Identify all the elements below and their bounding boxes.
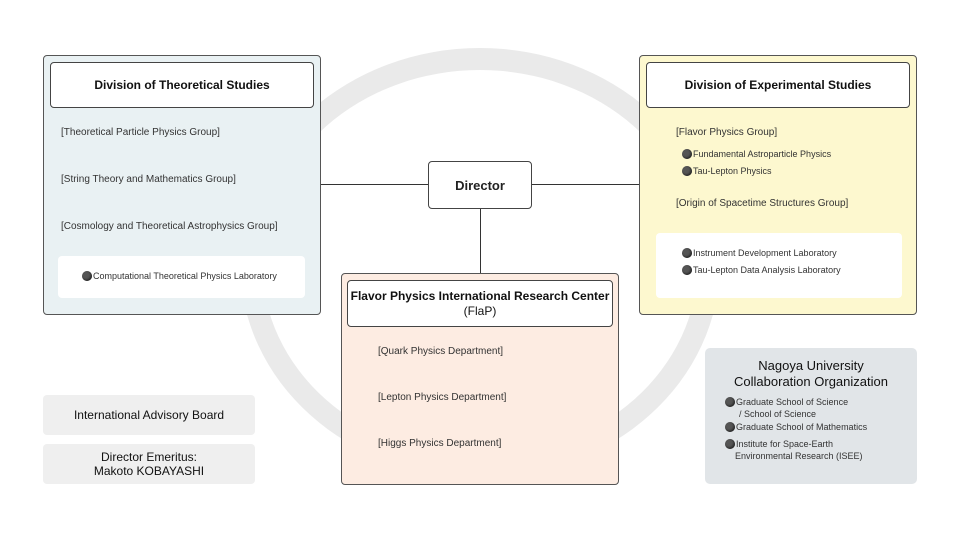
- theoretical-division-title: Division of Theoretical Studies: [50, 62, 314, 108]
- connector-left: [320, 184, 428, 185]
- theoretical-lab-box: Computational Theoretical Physics Labora…: [58, 256, 305, 298]
- advisory-board-box: International Advisory Board: [43, 395, 255, 435]
- nagoya-item-3-line2: Environmental Research (ISEE): [735, 451, 863, 461]
- flap-department-3: [Higgs Physics Department]: [378, 438, 502, 449]
- bullet-icon: [682, 265, 692, 275]
- nagoya-title: Nagoya University Collaboration Organiza…: [705, 358, 917, 390]
- experimental-lab-2: Tau-Lepton Data Analysis Laboratory: [682, 265, 841, 275]
- nagoya-item-1-line1: Graduate School of Science: [736, 397, 849, 407]
- experimental-group-1: [Flavor Physics Group]: [676, 127, 778, 138]
- experimental-division-panel: Division of Experimental Studies [Flavor…: [639, 55, 917, 315]
- theoretical-division-panel: Division of Theoretical Studies [Theoret…: [43, 55, 321, 315]
- theoretical-lab-label: Computational Theoretical Physics Labora…: [93, 271, 277, 281]
- flap-title-line1: Flavor Physics International Research Ce…: [350, 288, 610, 303]
- experimental-lab-2-label: Tau-Lepton Data Analysis Laboratory: [693, 265, 841, 275]
- nagoya-item-3: Institute for Space-Earth Environmental …: [725, 438, 863, 462]
- nagoya-title-line1: Nagoya University: [758, 358, 864, 373]
- bullet-icon: [725, 422, 735, 432]
- theoretical-group-3: [Cosmology and Theoretical Astrophysics …: [61, 221, 278, 232]
- experimental-lab-box: Instrument Development Laboratory Tau-Le…: [656, 233, 902, 298]
- flap-department-1: [Quark Physics Department]: [378, 346, 504, 357]
- experimental-lab-1: Instrument Development Laboratory: [682, 248, 837, 258]
- theoretical-group-2: [String Theory and Mathematics Group]: [61, 174, 236, 185]
- experimental-group1-lab-2: Tau-Lepton Physics: [682, 166, 772, 176]
- nagoya-item-2-line1: Graduate School of Mathematics: [736, 422, 868, 432]
- nagoya-title-line2: Collaboration Organization: [734, 374, 888, 389]
- nagoya-item-1: Graduate School of Science / School of S…: [725, 396, 848, 420]
- director-emeritus-name: Makoto KOBAYASHI: [93, 464, 205, 478]
- nagoya-item-3-line1: Institute for Space-Earth: [736, 439, 834, 449]
- flap-title: Flavor Physics International Research Ce…: [347, 280, 613, 327]
- bullet-icon: [682, 248, 692, 258]
- experimental-group-2: [Origin of Spacetime Structures Group]: [676, 198, 849, 209]
- flap-title-line2: (FlaP): [463, 303, 497, 318]
- flap-panel: Flavor Physics International Research Ce…: [341, 273, 619, 485]
- experimental-division-title: Division of Experimental Studies: [646, 62, 910, 108]
- bullet-icon: [82, 271, 92, 281]
- nagoya-collaboration-box: Nagoya University Collaboration Organiza…: [705, 348, 917, 484]
- experimental-group1-lab-1: Fundamental Astroparticle Physics: [682, 149, 831, 159]
- director-emeritus-label: Director Emeritus:: [100, 450, 198, 464]
- experimental-lab-1-label: Instrument Development Laboratory: [693, 248, 837, 258]
- bullet-icon: [725, 397, 735, 407]
- nagoya-item-1-line2: / School of Science: [739, 409, 817, 419]
- nagoya-item-2: Graduate School of Mathematics: [725, 421, 867, 433]
- bullet-icon: [682, 149, 692, 159]
- director-box: Director: [428, 161, 532, 209]
- flap-department-2: [Lepton Physics Department]: [378, 392, 507, 403]
- director-emeritus-box: Director Emeritus: Makoto KOBAYASHI: [43, 444, 255, 484]
- bullet-icon: [682, 166, 692, 176]
- bullet-icon: [725, 439, 735, 449]
- connector-right: [532, 184, 640, 185]
- connector-down: [480, 209, 481, 273]
- theoretical-group-1: [Theoretical Particle Physics Group]: [61, 127, 220, 138]
- experimental-group1-lab-2-label: Tau-Lepton Physics: [693, 166, 772, 176]
- theoretical-lab-item: Computational Theoretical Physics Labora…: [82, 271, 277, 281]
- experimental-group1-lab-1-label: Fundamental Astroparticle Physics: [693, 149, 832, 159]
